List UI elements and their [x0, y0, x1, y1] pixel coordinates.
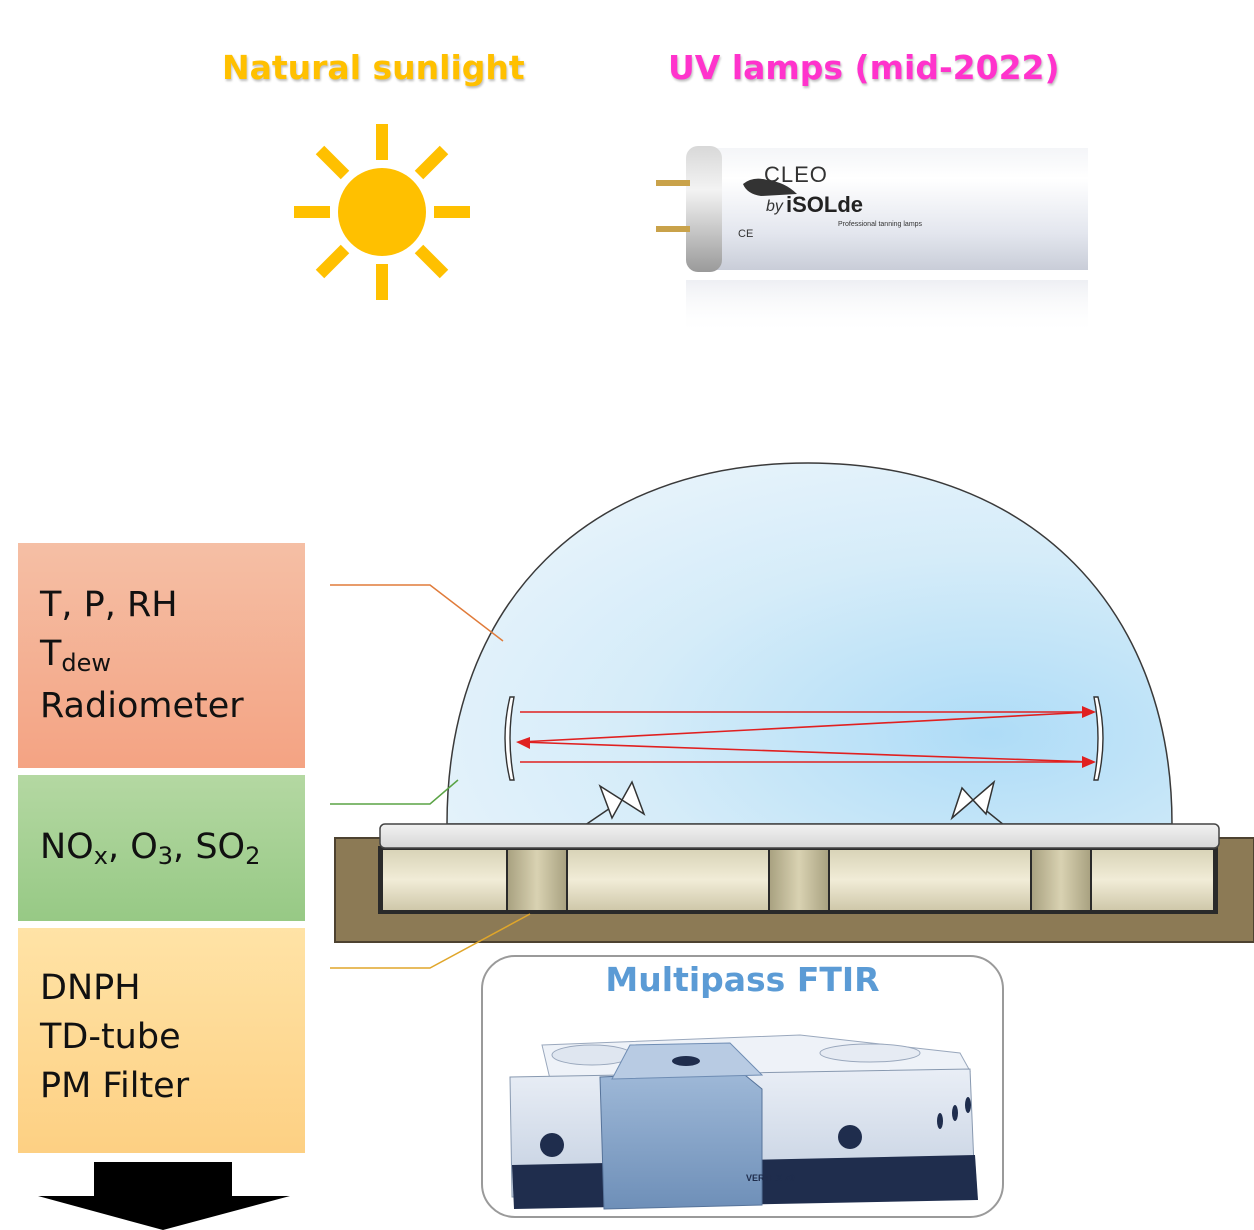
basement-cell [830, 850, 1030, 910]
connector-sampling [330, 913, 531, 969]
nox-subscript: x [93, 842, 108, 870]
o3-subscript: 3 [157, 842, 174, 870]
chamber-dome [446, 462, 1173, 825]
sampling-box: DNPH TD-tube PM Filter [18, 928, 305, 1153]
environment-line-tdew: Tdew [40, 630, 305, 682]
fan-left [568, 780, 646, 837]
basement-cell [568, 850, 768, 910]
connector-environment [330, 584, 504, 642]
connector-gases [330, 779, 459, 805]
mirror-left [504, 696, 515, 781]
gas-separator: , [173, 827, 196, 867]
uv-lamps-heading: UV lamps (mid-2022) [668, 48, 1060, 87]
nox-base: NO [40, 827, 94, 867]
lamp-brand: CLEO [764, 162, 828, 187]
sunlight-heading: Natural sunlight [222, 48, 525, 87]
o3-base: O [130, 827, 158, 867]
lamp-maker: iSOLde [786, 192, 864, 217]
gas-analyzers-box: NOx, O3, SO2 [18, 775, 305, 921]
ir-beam-paths [519, 711, 1093, 763]
basement-pillar [508, 850, 566, 910]
basement-cell [1092, 850, 1213, 910]
basement-cell [383, 850, 506, 910]
tdew-base: T [40, 634, 62, 674]
down-arrow [38, 1162, 290, 1230]
environment-line-radiometer: Radiometer [40, 686, 244, 726]
so2-subscript: 2 [245, 842, 261, 870]
basement-pillar [770, 850, 828, 910]
tdew-subscript: dew [61, 649, 112, 677]
chamber-floor [379, 823, 1220, 849]
lamp-tagline: Professional tanning lamps [838, 221, 923, 228]
basement-pillar [1032, 850, 1090, 910]
ftir-title: Multipass FTIR [605, 960, 880, 999]
environment-sensors-box: T, P, RH Tdew Radiometer [18, 543, 305, 768]
lamp-ce-mark: CE [738, 228, 754, 240]
gas-separator: , [107, 827, 131, 867]
ftir-instrument-image: VERTEX 70 [509, 1034, 978, 1210]
environment-line-tpr: T, P, RH [40, 585, 178, 625]
sampling-line-dnph: DNPH [40, 968, 141, 1008]
gases-line: NOx, O3, SO2 [40, 823, 305, 875]
so2-base: SO [195, 827, 246, 867]
sampling-line-pmfilter: PM Filter [40, 1066, 190, 1106]
beam-arrowheads [516, 706, 1096, 768]
sun-icon [294, 124, 470, 300]
uv-lamp-image: CLEO by iSOLde Professional tanning lamp… [648, 140, 1088, 340]
sampling-line-tdtube: TD-tube [40, 1017, 181, 1057]
mirror-right [1093, 696, 1104, 781]
lamp-by-prefix: by [766, 198, 783, 215]
ftir-model-label: VERTEX 70 [746, 1173, 795, 1183]
